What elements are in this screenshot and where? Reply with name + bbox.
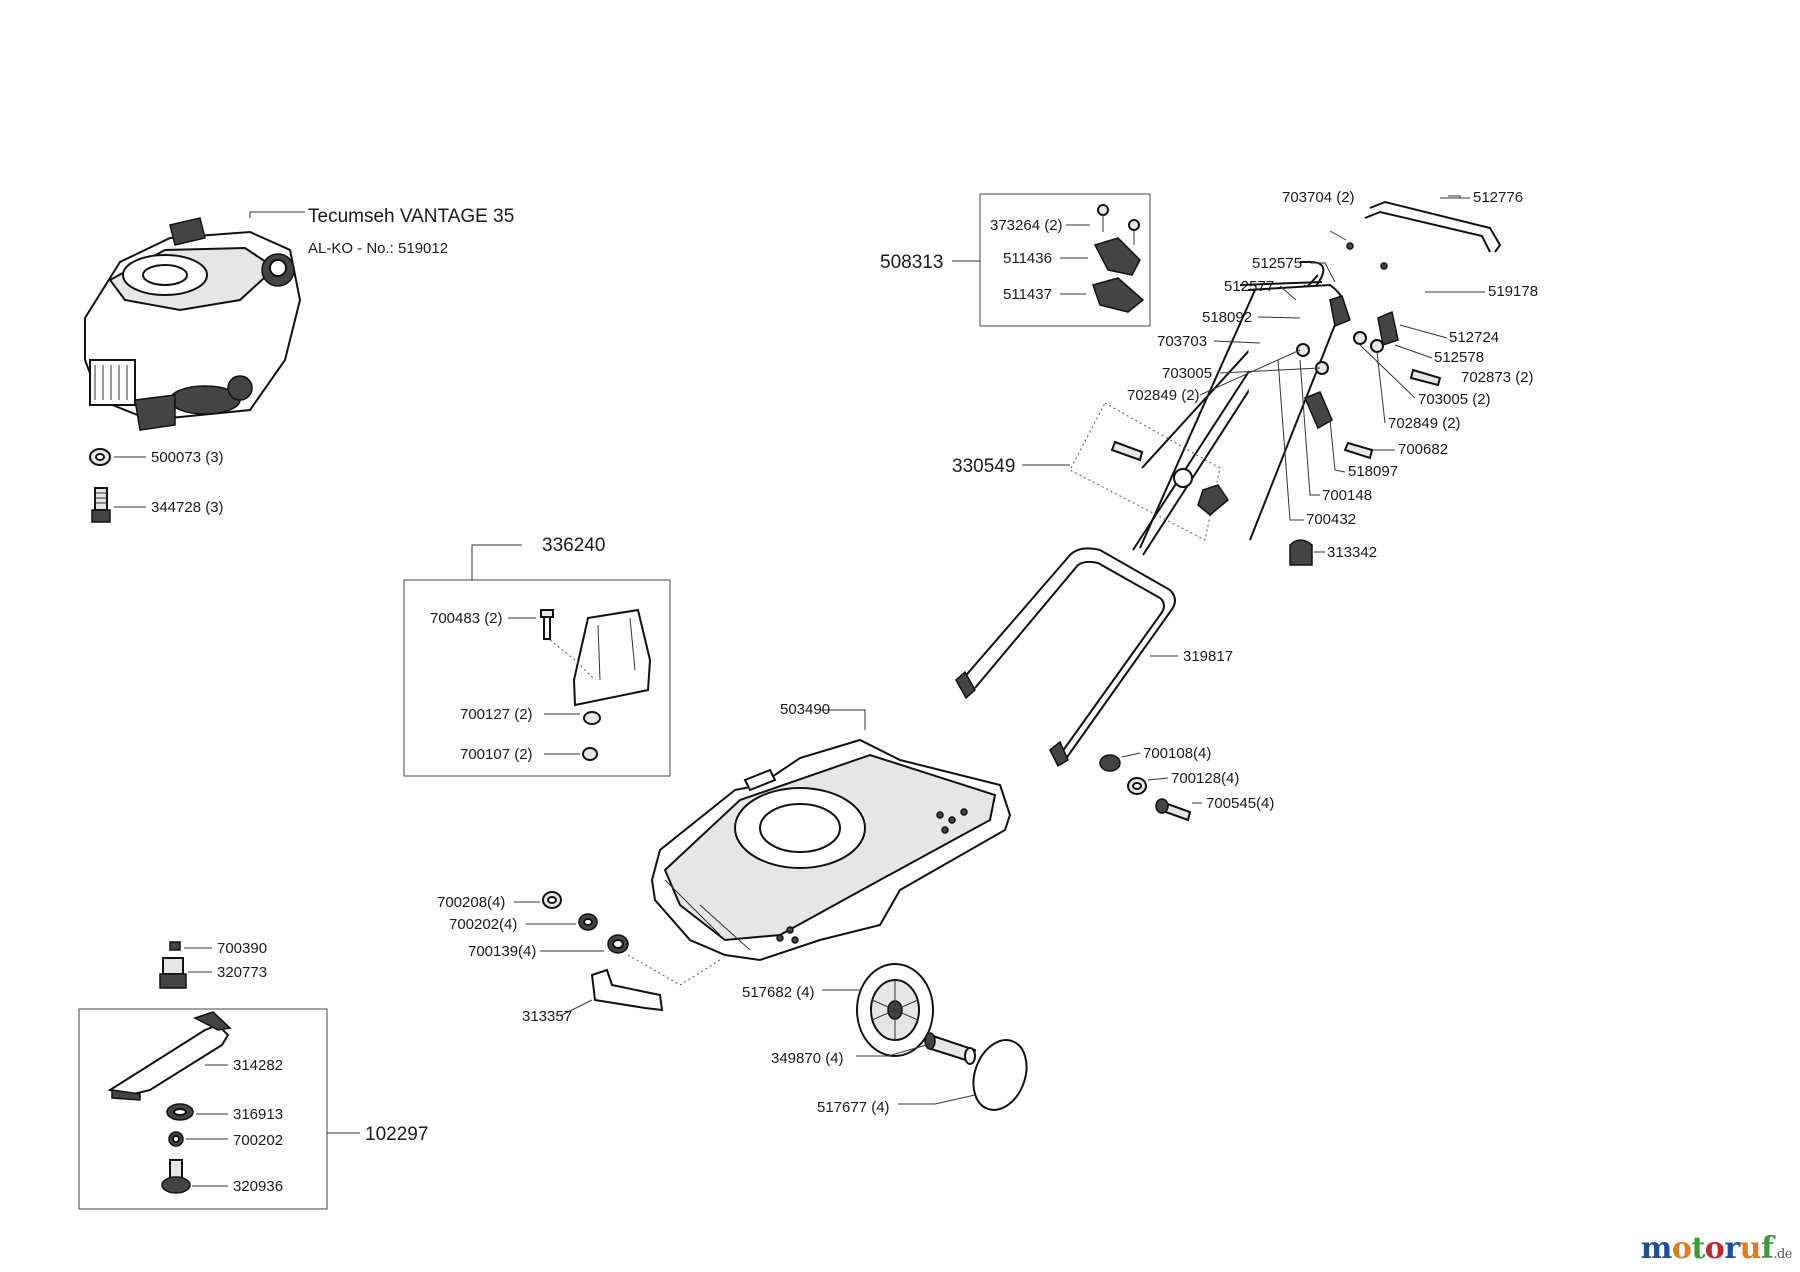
screw-700682-icon — [1343, 441, 1374, 460]
label-703703: 703703 — [1157, 333, 1207, 350]
label-313357: 313357 — [522, 1008, 572, 1025]
watermark-letter: o — [1671, 1231, 1692, 1266]
label-373264: 373264 (2) — [990, 217, 1063, 234]
clip-313357-icon — [590, 968, 664, 1012]
bolt-700545-icon — [1155, 798, 1192, 822]
watermark-letter: r — [1724, 1231, 1740, 1266]
screw-702873-icon — [1409, 368, 1442, 387]
cap-700390-icon — [169, 941, 181, 951]
label-700545: 700545(4) — [1206, 795, 1274, 812]
kit-330549-parts — [1110, 440, 1229, 516]
bolt-344728-icon — [91, 487, 111, 523]
label-344728: 344728 (3) — [151, 499, 224, 516]
label-700202a: 700202(4) — [449, 916, 517, 933]
label-313342: 313342 — [1327, 544, 1377, 561]
label-517682: 517682 (4) — [742, 984, 815, 1001]
label-703704: 703704 (2) — [1282, 189, 1355, 206]
label-700148: 700148 — [1322, 487, 1372, 504]
hubcap-517677-icon — [972, 1039, 1028, 1111]
label-316913: 316913 — [233, 1106, 283, 1123]
blade-314282-icon — [107, 1011, 232, 1101]
label-700208: 700208(4) — [437, 894, 505, 911]
label-519178: 519178 — [1488, 283, 1538, 300]
axle-349870-icon — [924, 1032, 977, 1065]
label-314282: 314282 — [233, 1057, 283, 1074]
washer-700127-icon — [583, 711, 601, 725]
nut-700107-icon — [582, 747, 598, 761]
label-700107: 700107 (2) — [460, 746, 533, 763]
washer-700139-icon — [607, 934, 629, 954]
nut-700208-icon — [542, 891, 562, 909]
watermark-letter: f — [1760, 1231, 1774, 1266]
label-511436: 511436 — [1003, 250, 1052, 267]
label-512776: 512776 — [1473, 189, 1523, 206]
kit-336240-leader — [471, 544, 522, 580]
watermark-letter: m — [1640, 1231, 1673, 1266]
screw-373264-icon — [1097, 204, 1140, 245]
kit-box-336240 — [403, 579, 671, 777]
engine-name: Tecumseh VANTAGE 35 — [308, 206, 514, 227]
lower-handle-illustration — [955, 547, 1176, 768]
label-700127: 700127 (2) — [460, 706, 533, 723]
label-511437: 511437 — [1003, 286, 1052, 303]
label-320936: 320936 — [233, 1178, 283, 1195]
screw-700483-icon — [540, 609, 554, 640]
clamp-511436-icon — [1093, 237, 1141, 276]
label-700139: 700139(4) — [468, 943, 536, 960]
label-349870: 349870 (4) — [771, 1050, 844, 1067]
kit-box-102297 — [78, 1008, 328, 1210]
engine-illustration — [84, 217, 302, 431]
nut-700108-icon — [1099, 754, 1121, 772]
label-512577: 512577 — [1224, 278, 1274, 295]
label-700108: 700108(4) — [1143, 745, 1211, 762]
label-702873: 702873 (2) — [1461, 369, 1534, 386]
deck-fixing-dashline — [627, 954, 721, 986]
watermark-letter: o — [1704, 1231, 1725, 1266]
label-503490: 503490 — [780, 701, 830, 718]
washer-700202-icon — [578, 913, 598, 931]
group-330549: 330549 — [952, 456, 1015, 477]
label-512724: 512724 — [1449, 329, 1499, 346]
watermark-letter: t — [1691, 1231, 1705, 1266]
deck-leader — [820, 709, 866, 730]
label-512575: 512575 — [1252, 255, 1302, 272]
clamp-511437-icon — [1092, 277, 1145, 313]
label-700432: 700432 — [1306, 511, 1356, 528]
washer-700128-icon — [1127, 777, 1147, 795]
star-washer-700202-icon — [168, 1131, 184, 1147]
label-517677: 517677 (4) — [817, 1099, 890, 1116]
bolt-320936-icon — [161, 1159, 191, 1194]
group-102297: 102297 — [365, 1124, 428, 1145]
engine-leader — [249, 211, 305, 218]
motoruf-watermark: motoruf.de — [1640, 1231, 1793, 1266]
label-702849b: 702849 (2) — [1388, 415, 1461, 432]
label-703005a: 703005 — [1162, 365, 1212, 382]
label-500073: 500073 (3) — [151, 449, 224, 466]
chute-flap-icon — [572, 608, 652, 707]
label-319817: 319817 — [1183, 648, 1233, 665]
label-700202b: 700202 — [233, 1132, 283, 1149]
deck-illustration — [650, 738, 1012, 962]
label-700682: 700682 — [1398, 441, 1448, 458]
label-700483: 700483 (2) — [430, 610, 503, 627]
engine-alko-number: AL-KO - No.: 519012 — [308, 240, 448, 257]
kit-outline-330549 — [1069, 402, 1221, 541]
label-700390: 700390 — [217, 940, 267, 957]
label-518092: 518092 — [1202, 309, 1252, 326]
label-320773: 320773 — [217, 964, 267, 981]
kit-box-508313 — [979, 193, 1151, 327]
label-700128: 700128(4) — [1171, 770, 1239, 787]
watermark-letter: u — [1739, 1231, 1762, 1266]
group-336240: 336240 — [542, 535, 605, 556]
label-512578: 512578 — [1434, 349, 1484, 366]
label-702849a: 702849 (2) — [1127, 387, 1200, 404]
wheel-517682-icon — [856, 963, 934, 1057]
label-518097: 518097 — [1348, 463, 1398, 480]
washer-316913-icon — [166, 1103, 194, 1121]
adapter-320773-icon — [159, 957, 187, 989]
group-508313: 508313 — [880, 252, 943, 273]
nut-500073-icon — [89, 448, 111, 466]
label-703005b: 703005 (2) — [1418, 391, 1491, 408]
